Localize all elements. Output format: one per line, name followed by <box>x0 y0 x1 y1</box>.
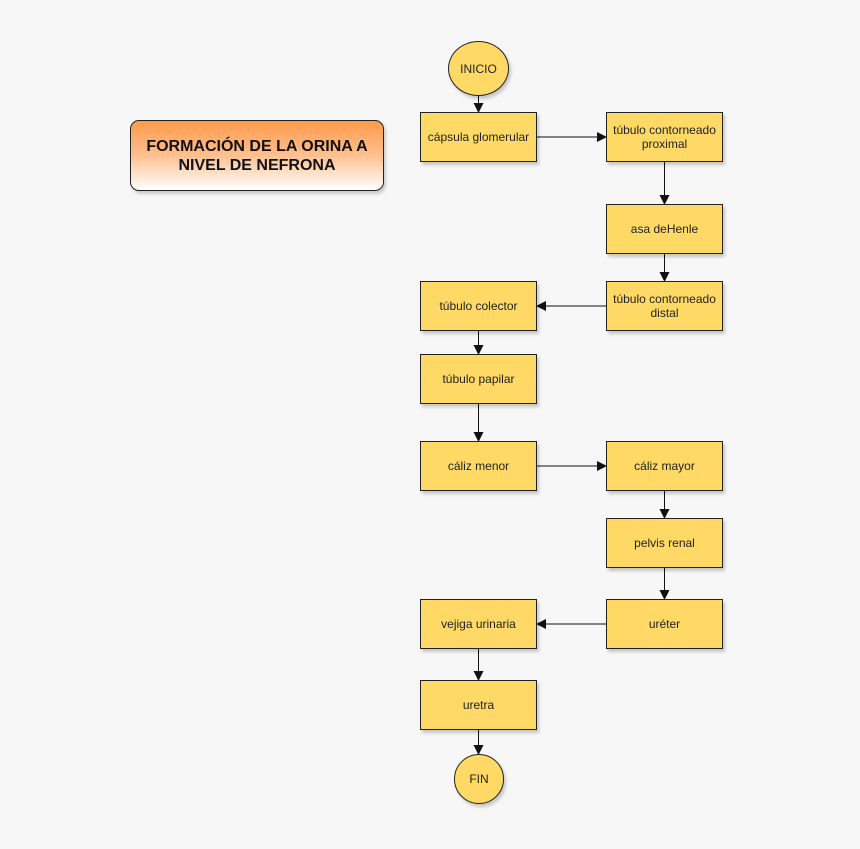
node-label: uréter <box>648 617 681 631</box>
node-caliz-menor: cáliz menor <box>420 441 537 491</box>
node-ureter: uréter <box>606 599 723 649</box>
node-label: pelvis renal <box>634 536 695 550</box>
end-node-label: FIN <box>469 772 489 786</box>
node-tubulo-contorneado-proximal: túbulo contorneado proximal <box>606 112 723 162</box>
node-capsula-glomerular: cápsula glomerular <box>420 112 537 162</box>
diagram-title: FORMACIÓN DE LA ORINA A NIVEL DE NEFRONA <box>130 120 384 191</box>
diagram-title-text: FORMACIÓN DE LA ORINA A NIVEL DE NEFRONA <box>146 137 368 174</box>
end-node: FIN <box>454 754 504 804</box>
start-node: INICIO <box>448 41 509 96</box>
node-label: asa deHenle <box>630 222 699 236</box>
node-asa-de-henle: asa deHenle <box>606 204 723 254</box>
node-pelvis-renal: pelvis renal <box>606 518 723 568</box>
node-tubulo-colector: túbulo colector <box>420 281 537 331</box>
node-label: túbulo contorneado distal <box>613 292 716 320</box>
node-tubulo-papilar: túbulo papilar <box>420 354 537 404</box>
start-node-label: INICIO <box>460 61 497 76</box>
node-caliz-mayor: cáliz mayor <box>606 441 723 491</box>
node-label: cáliz mayor <box>634 459 695 473</box>
node-label: túbulo colector <box>439 299 518 313</box>
node-label: vejiga urinaria <box>441 617 516 631</box>
node-label: cápsula glomerular <box>427 130 530 144</box>
node-label: túbulo contorneado proximal <box>613 123 716 151</box>
node-uretra: uretra <box>420 680 537 730</box>
node-label: túbulo papilar <box>442 372 515 386</box>
node-vejiga-urinaria: vejiga urinaria <box>420 599 537 649</box>
node-label: cáliz menor <box>447 459 510 473</box>
node-tubulo-contorneado-distal: túbulo contorneado distal <box>606 281 723 331</box>
node-label: uretra <box>462 698 495 712</box>
